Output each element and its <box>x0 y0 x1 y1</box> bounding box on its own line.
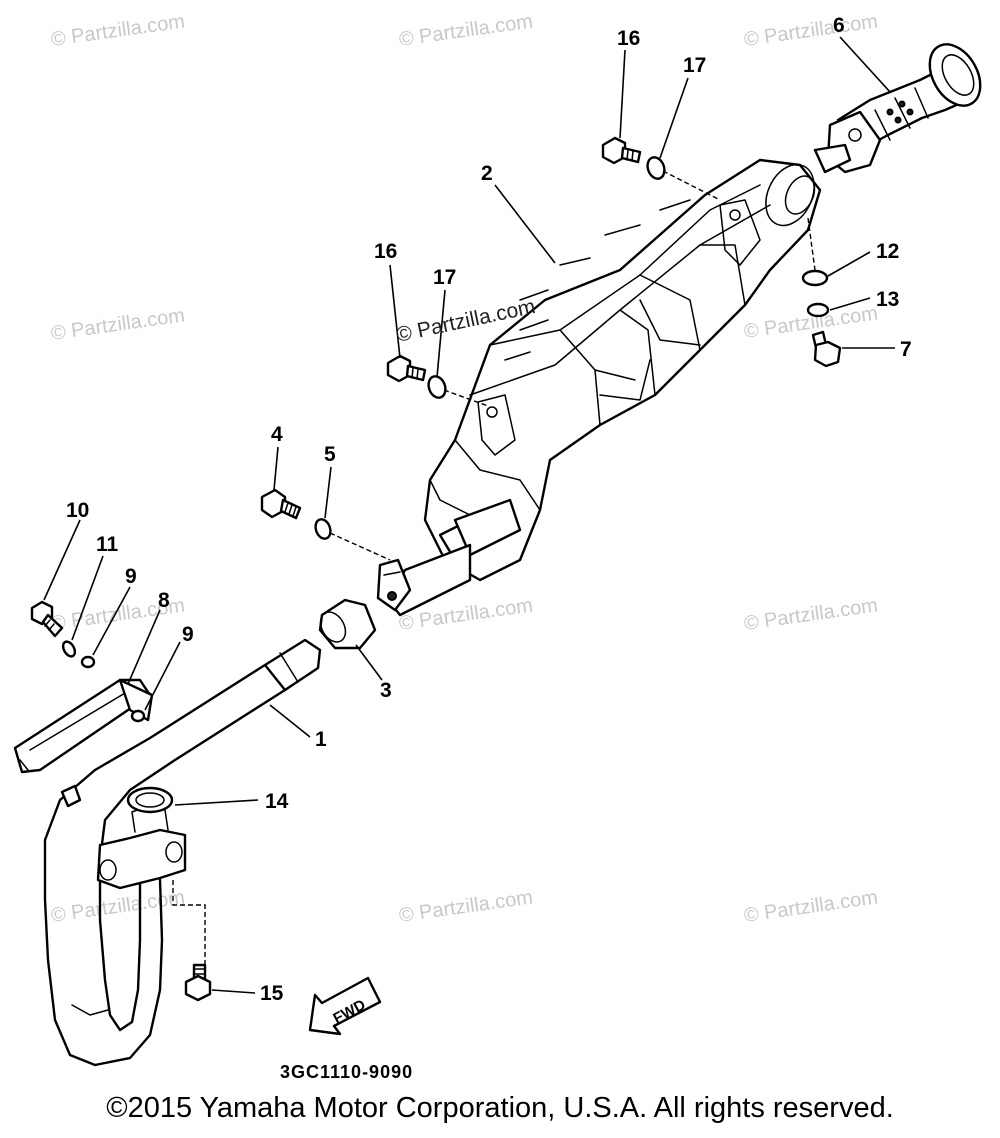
part-1-exhaust-pipe <box>43 638 322 1067</box>
part-7-bolt <box>811 330 842 368</box>
callout-7: 7 <box>900 338 912 361</box>
part-16-bolt-upper <box>601 136 642 165</box>
part-3-joint <box>318 598 377 650</box>
callout-13: 13 <box>876 288 899 311</box>
callout-4: 4 <box>271 423 283 446</box>
part-15-bolt <box>184 963 212 1002</box>
diagram-code: 3GC1110-9090 <box>280 1062 413 1082</box>
callout-labels: 16 17 6 2 12 13 7 16 17 4 5 10 11 9 8 9 … <box>66 14 912 1005</box>
callout-14: 14 <box>265 790 289 813</box>
callout-1: 1 <box>315 728 327 751</box>
part-9-grommet-a <box>80 655 96 669</box>
watermark: © Partzilla.com <box>50 304 187 345</box>
part-17-washer-upper <box>646 156 666 180</box>
part-9-grommet-b <box>130 709 146 723</box>
watermark: © Partzilla.com <box>50 886 187 927</box>
part-12-washer <box>801 269 829 287</box>
callout-5: 5 <box>324 443 336 466</box>
callout-16-upper: 16 <box>617 27 640 50</box>
watermark: © Partzilla.com <box>743 10 880 51</box>
watermark: © Partzilla.com <box>50 10 187 51</box>
callout-9-lower: 9 <box>182 623 194 646</box>
copyright-notice: ©2015 Yamaha Motor Corporation, U.S.A. A… <box>106 1092 894 1124</box>
part-6-tail-pipe <box>813 43 982 174</box>
callout-3: 3 <box>380 679 392 702</box>
callout-17-lower: 17 <box>433 266 456 289</box>
part-10-bolt <box>30 600 64 638</box>
part-11-washer <box>61 640 77 658</box>
part-17-washer-lower <box>427 375 447 399</box>
part-13-washer <box>806 302 830 318</box>
callout-9-upper: 9 <box>125 565 137 588</box>
watermark: © Partzilla.com <box>743 886 880 927</box>
part-2-muffler <box>376 158 822 617</box>
callout-10: 10 <box>66 499 89 522</box>
leader-lines <box>43 36 895 994</box>
part-16-bolt-lower <box>386 354 427 383</box>
fwd-arrow: FWD <box>308 976 382 1036</box>
part-4-bolt <box>260 488 302 520</box>
callout-6: 6 <box>833 14 845 37</box>
watermark: © Partzilla.com <box>398 886 535 927</box>
callout-2: 2 <box>481 162 493 185</box>
callout-11: 11 <box>96 533 119 556</box>
callout-8: 8 <box>158 589 170 612</box>
callout-12: 12 <box>876 240 899 263</box>
watermark: © Partzilla.com <box>398 10 535 51</box>
callout-16-lower: 16 <box>374 240 397 263</box>
part-5-washer <box>314 518 332 540</box>
assembly-lines <box>172 170 816 965</box>
watermark: © Partzilla.com <box>743 594 880 635</box>
callout-17-upper: 17 <box>683 54 706 77</box>
part-8-bracket <box>13 678 154 774</box>
callout-15: 15 <box>260 982 284 1005</box>
